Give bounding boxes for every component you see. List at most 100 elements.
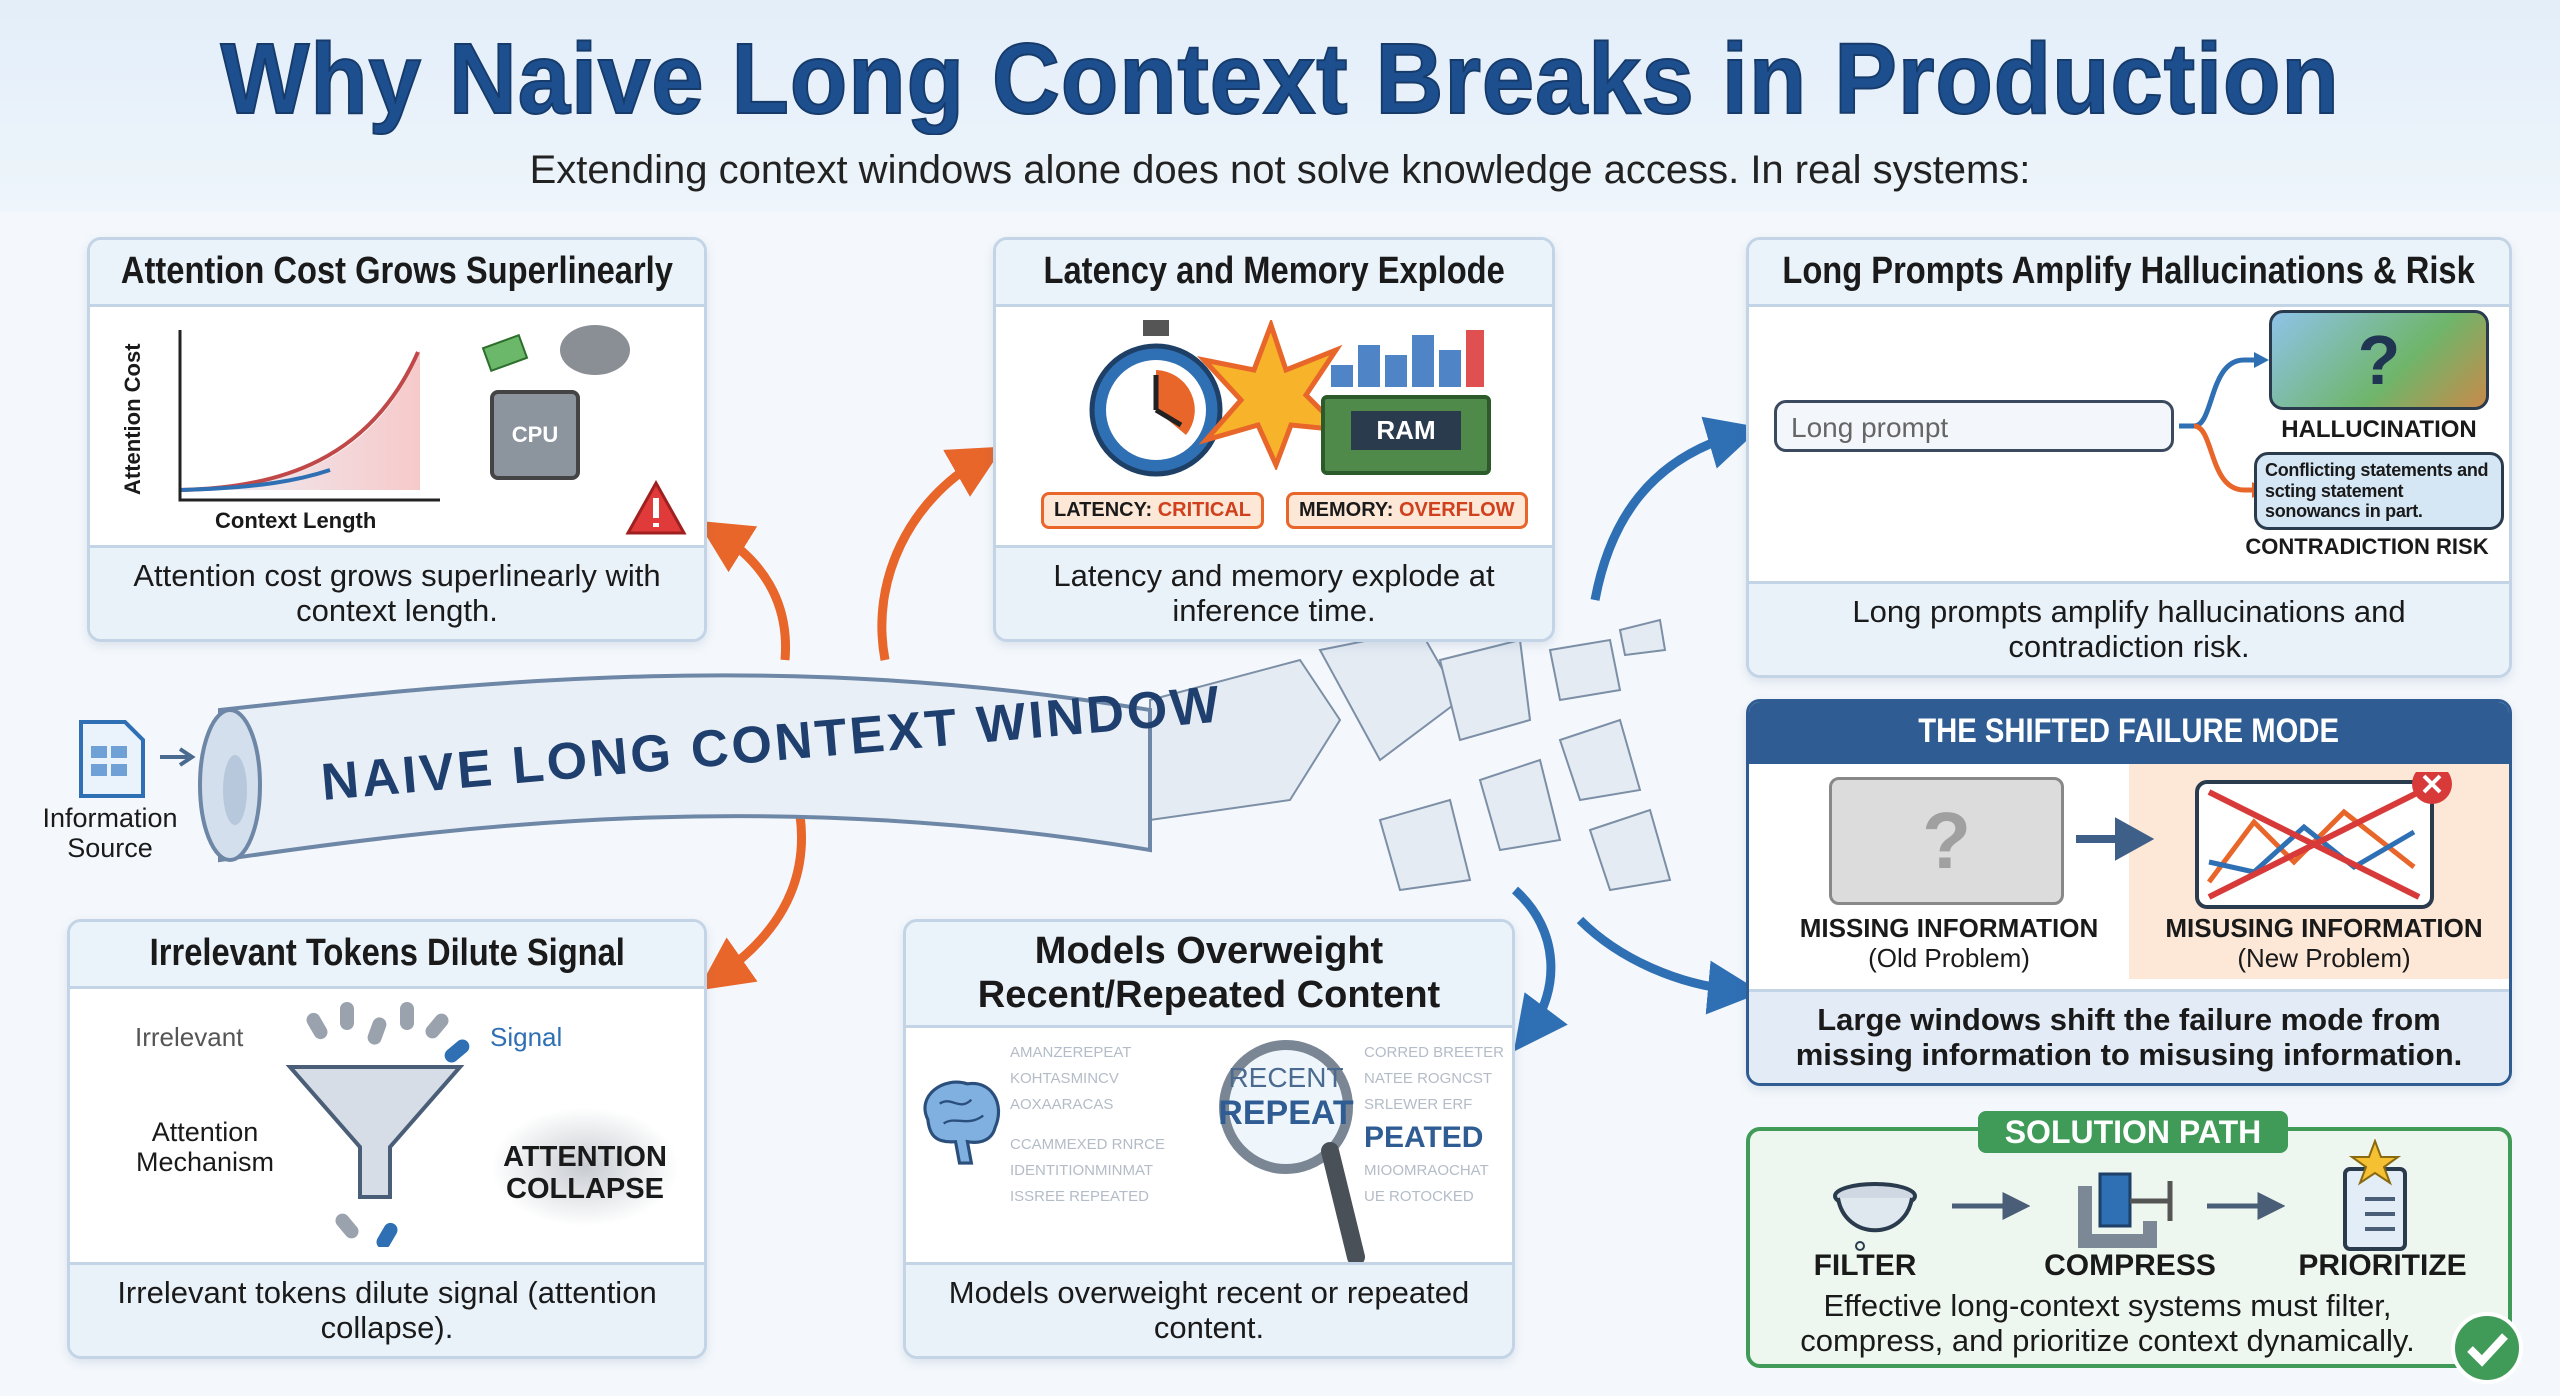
- panel-attention-cost: Attention Cost Grows Superlinearly Atten…: [87, 237, 707, 642]
- y-axis-label: Attention Cost: [120, 343, 145, 495]
- filler-line: AOXAARACAS: [1010, 1096, 1114, 1113]
- arrow-to-recent: [1511, 886, 1568, 1052]
- money-icon: [481, 333, 529, 373]
- memory-bars: [1331, 330, 1484, 387]
- panel-title-bar: THE SHIFTED FAILURE MODE: [1749, 702, 2509, 765]
- signal-label: Signal: [490, 1022, 563, 1052]
- filler-line: MIOOMRAOCHAT: [1364, 1162, 1489, 1179]
- step-arrow-icon-2: [2207, 1191, 2285, 1221]
- attention-cost-curve: [178, 330, 440, 502]
- panel-caption: Irrelevant tokens dilute signal (attenti…: [70, 1261, 704, 1356]
- panel-hallucination-risk: Long Prompts Amplify Hallucinations & Ri…: [1746, 237, 2512, 678]
- panel-title: Irrelevant Tokens Dilute Signal: [149, 932, 625, 974]
- panel-irrelevant-tokens: Irrelevant Tokens Dilute Signal Irreleva…: [67, 919, 707, 1359]
- smoke-icon: [560, 325, 630, 375]
- panel-caption: Long prompts amplify hallucinations and …: [1749, 580, 2509, 675]
- shift-arrow-icon: [2076, 817, 2154, 861]
- filter-sieve-icon: [1833, 1182, 1917, 1251]
- panel-solution-path: SOLUTION PATH FILTER COMPRESS PRIORITIZE…: [1746, 1111, 2523, 1384]
- filler-line: NATEE ROGNCST: [1364, 1070, 1493, 1087]
- misusing-info-chart-icon: [2195, 772, 2452, 909]
- information-source-label: Information Source: [42, 803, 178, 863]
- prioritize-list-icon: [2343, 1139, 2407, 1251]
- panel-title-bar: Irrelevant Tokens Dilute Signal: [70, 922, 704, 989]
- source-arrow-icon: [160, 747, 196, 767]
- panel-caption: Large windows shift the failure mode fro…: [1749, 988, 2509, 1083]
- page-title-wrap: Why Naive Long Context Breaks in Product…: [0, 22, 2560, 137]
- page-subtitle: Extending context windows alone does not…: [529, 148, 2031, 192]
- arrow-to-shifted: [1576, 916, 1762, 1015]
- check-icon: [2451, 1312, 2523, 1384]
- warning-icon: [625, 480, 687, 535]
- compress-clamp-icon: [2078, 1172, 2173, 1248]
- solution-title: SOLUTION PATH: [1978, 1111, 2288, 1153]
- panel-recent-repeated: Models Overweight Recent/Repeated Conten…: [903, 919, 1515, 1359]
- brain-icon: [923, 1080, 1001, 1165]
- page-title: Why Naive Long Context Breaks in Product…: [219, 22, 2340, 136]
- funnel-icon: [285, 1002, 470, 1247]
- missing-info-sub: (Old Problem): [1868, 942, 2030, 973]
- panel-title: Latency and Memory Explode: [1043, 250, 1505, 292]
- missing-info-icon: ?: [1829, 777, 2064, 905]
- filler-line: UE ROTOCKED: [1364, 1188, 1474, 1205]
- panel-title: Attention Cost Grows Superlinearly: [120, 250, 674, 292]
- memory-badge: MEMORY: OVERFLOW: [1286, 492, 1528, 529]
- cpu-chip-icon: CPU: [490, 390, 580, 480]
- filler-line: SRLEWER ERF: [1364, 1096, 1473, 1113]
- document-icon: [79, 720, 145, 798]
- memory-badge-key: MEMORY:: [1299, 499, 1394, 521]
- step-prioritize: PRIORITIZE: [2298, 1249, 2467, 1282]
- missing-info-title: MISSING INFORMATION: [1799, 913, 2099, 943]
- magnifier-icon: [1219, 1040, 1365, 1266]
- context-window-scroll: [198, 673, 1152, 863]
- hallucination-image: ?: [2269, 310, 2489, 410]
- filler-line: KOHTASMINCV: [1010, 1070, 1119, 1087]
- panel-title-bar: Long Prompts Amplify Hallucinations & Ri…: [1749, 240, 2509, 307]
- misusing-info-sub: (New Problem): [2237, 942, 2411, 973]
- long-prompt-box: Long prompt: [1774, 400, 2174, 452]
- tangle-icon: [490, 1107, 680, 1227]
- misusing-info-label: MISUSING INFORMATION(New Problem): [2134, 913, 2509, 974]
- arrow-to-hallucination: [1590, 416, 1761, 601]
- step-arrow-icon: [1952, 1191, 2030, 1221]
- explosion-icon: [1196, 320, 1346, 470]
- repeated-word: PEATED: [1364, 1121, 1484, 1154]
- stopwatch-icon: [1089, 320, 1223, 477]
- panel-latency-memory: Latency and Memory Explode RAM LATENCY: …: [993, 237, 1555, 642]
- filler-line: AMANZEREPEAT: [1010, 1044, 1132, 1061]
- header-band: [0, 0, 2560, 212]
- missing-info-label: MISSING INFORMATION(Old Problem): [1769, 913, 2129, 974]
- step-filter: FILTER: [1813, 1249, 1917, 1282]
- latency-badge: LATENCY: CRITICAL: [1041, 492, 1265, 529]
- contradiction-bubble: Conflicting statements and scting statem…: [2254, 452, 2504, 531]
- filler-text-block: CORRED BREETER NATEE ROGNCST SRLEWER ERF…: [1364, 1040, 1512, 1210]
- ram-module-icon: RAM: [1321, 395, 1491, 475]
- lens-repeat-word: REPEAT: [1218, 1094, 1354, 1132]
- panel-title-bar: Attention Cost Grows Superlinearly: [90, 240, 704, 307]
- panel-caption: Models overweight recent or repeated con…: [906, 1261, 1512, 1356]
- hallucination-label: HALLUCINATION: [2281, 416, 2477, 443]
- filler-line: CORRED BREETER: [1364, 1044, 1505, 1061]
- lens-recent-word: RECENT: [1228, 1062, 1344, 1093]
- arrow-to-attention: [697, 520, 791, 661]
- attention-collapse-label: ATTENTION COLLAPSE: [503, 1141, 667, 1205]
- latency-badge-key: LATENCY:: [1054, 499, 1153, 521]
- filler-line: CCAMMEXED RNRCE: [1010, 1136, 1166, 1153]
- memory-badge-value: OVERFLOW: [1399, 499, 1515, 521]
- latency-badge-value: CRITICAL: [1157, 499, 1252, 521]
- filler-line: IDENTITIONMINMAT: [1010, 1162, 1154, 1179]
- panel-title: Models Overweight Recent/Repeated Conten…: [906, 922, 1512, 1029]
- attention-mechanism-label: Attention Mechanism: [135, 1117, 275, 1178]
- x-axis-label: Context Length: [215, 508, 377, 533]
- contradiction-label: CONTRADICTION RISK: [2245, 534, 2489, 559]
- panel-title: Long Prompts Amplify Hallucinations & Ri…: [1782, 250, 2476, 292]
- panel-title-bar: Latency and Memory Explode: [996, 240, 1552, 307]
- solution-caption: Effective long-context systems must filt…: [1800, 1288, 2415, 1358]
- misusing-info-title: MISUSING INFORMATION: [2165, 913, 2483, 943]
- filler-text-block: AMANZEREPEAT KOHTASMINCV AOXAARACAS CCAM…: [1010, 1040, 1210, 1210]
- ram-label: RAM: [1351, 411, 1461, 450]
- panel-shifted-failure-mode: THE SHIFTED FAILURE MODE ? MISSING INFOR…: [1746, 699, 2512, 1086]
- panel-title: THE SHIFTED FAILURE MODE: [1918, 712, 2340, 750]
- panel-caption: Latency and memory explode at inference …: [996, 544, 1552, 639]
- arrow-to-dilute: [697, 814, 806, 991]
